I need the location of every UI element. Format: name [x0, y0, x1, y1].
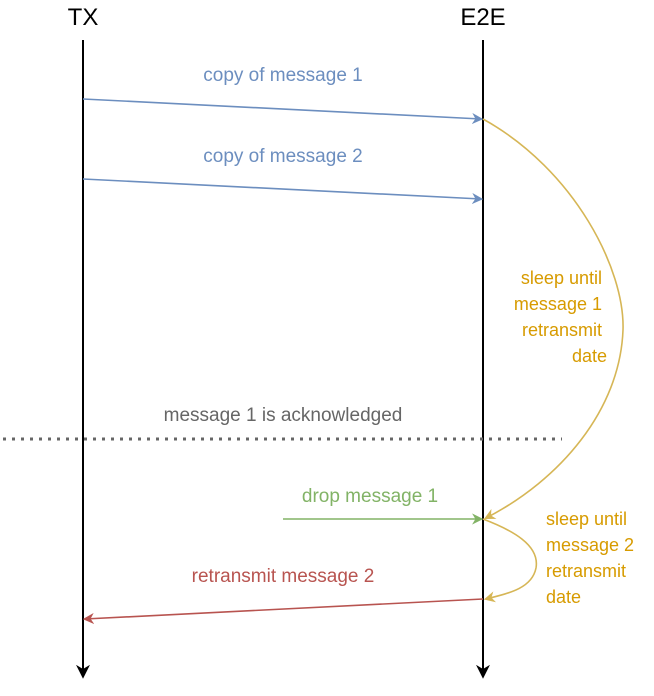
retransmit-message-2-arrow: [82, 598, 484, 625]
drop-message-1-label: drop message 1: [302, 486, 438, 507]
sleep-until-message-1-curve: [482, 118, 624, 520]
copy-message-1-arrow: [82, 98, 484, 125]
retransmit-message-2-label: retransmit message 2: [192, 566, 375, 587]
acknowledged-label: message 1 is acknowledged: [164, 405, 403, 426]
sleep-message-2-note: sleep until message 2 retransmit date: [546, 509, 639, 607]
copy-message-2-label: copy of message 2: [203, 146, 362, 167]
tx-lane-label: TX: [68, 4, 99, 31]
sleep-until-message-2-curve: [482, 518, 538, 603]
e2e-lane-label: E2E: [460, 4, 505, 31]
copy-message-1-label: copy of message 1: [203, 65, 362, 86]
sleep-message-1-note: sleep until message 1 retransmit date: [514, 268, 607, 366]
copy-message-2-arrow: [82, 178, 484, 205]
